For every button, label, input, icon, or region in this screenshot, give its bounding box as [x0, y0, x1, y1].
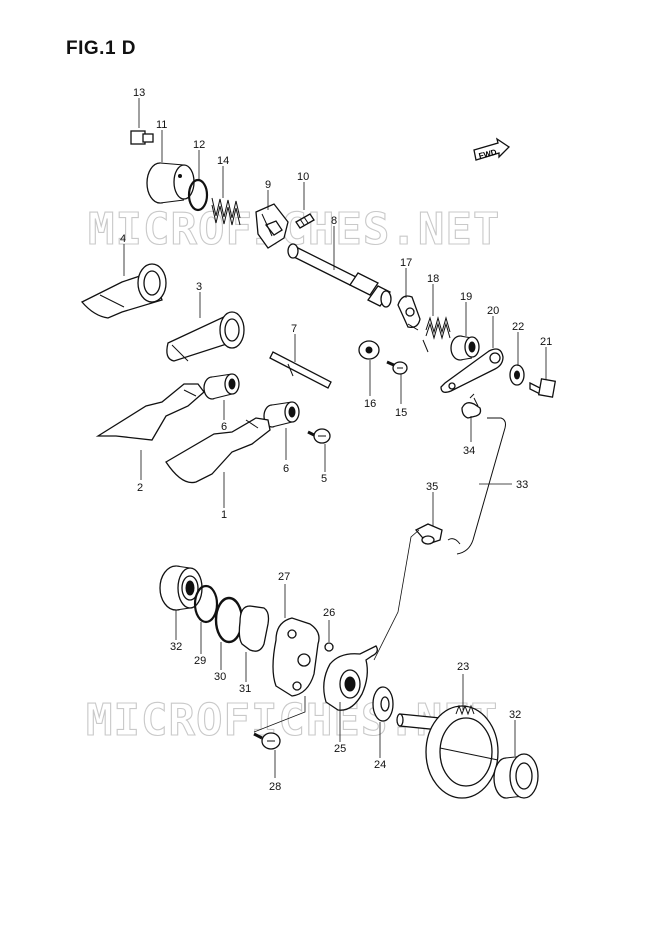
part-34-clip — [461, 393, 482, 419]
part-9-governor — [255, 203, 289, 249]
callout-34: 34 — [463, 445, 475, 457]
callout-10: 10 — [297, 171, 309, 183]
part-24-washer — [372, 686, 394, 722]
part-13-bolt — [130, 130, 154, 145]
callout-13: 13 — [133, 87, 145, 99]
part-6-collar-a — [203, 373, 240, 400]
part-14-spring — [211, 197, 241, 226]
part-31-gasket — [238, 605, 270, 652]
callout-18: 18 — [427, 273, 439, 285]
part-30-o-ring — [214, 596, 244, 644]
part-28-screw — [253, 732, 281, 750]
part-18-spring — [422, 316, 451, 353]
fwd-arrow-icon: FWD — [473, 137, 511, 161]
part-8-shaft — [287, 243, 392, 308]
figure-title: FIG.1 D — [66, 38, 137, 59]
part-20-lever — [440, 348, 504, 393]
part-33-rod-hook — [447, 538, 461, 545]
part-11-collar — [146, 162, 195, 204]
callout-27: 27 — [278, 571, 290, 583]
part-32-bearing-right — [493, 753, 539, 799]
part-15-screw — [386, 360, 408, 375]
callout-8: 8 — [331, 215, 337, 227]
callout-23: 23 — [457, 661, 469, 673]
part-27-housing — [272, 617, 320, 697]
callout-30: 30 — [214, 671, 226, 683]
part-26-ball — [324, 642, 334, 652]
callout-1: 1 — [221, 509, 227, 521]
callout-29: 29 — [194, 655, 206, 667]
callout-11: 11 — [156, 119, 167, 131]
callout-6-lower: 6 — [283, 463, 289, 475]
callout-28: 28 — [269, 781, 281, 793]
part-1-exhaust-valve — [165, 417, 271, 484]
callout-5: 5 — [321, 473, 327, 485]
callout-12: 12 — [193, 139, 205, 151]
part-25-gear — [323, 645, 378, 711]
part-10-pin — [295, 213, 315, 229]
callout-15: 15 — [395, 407, 407, 419]
part-2-exhaust-valve — [95, 383, 205, 441]
part-21-bolt — [529, 378, 557, 398]
callout-labels: 13 11 12 14 9 10 8 4 3 7 17 18 19 20 22 … — [120, 87, 552, 793]
callout-21: 21 — [540, 336, 552, 348]
callout-32-right: 32 — [509, 709, 521, 721]
callout-4: 4 — [120, 233, 126, 245]
callout-19: 19 — [460, 291, 472, 303]
part-17-bracket — [397, 295, 421, 331]
callout-22: 22 — [512, 321, 524, 333]
callout-33: 33 — [516, 479, 528, 491]
callout-7: 7 — [291, 323, 297, 335]
callout-9: 9 — [265, 179, 271, 191]
callout-31: 31 — [239, 683, 251, 695]
fwd-label: FWD — [478, 148, 498, 161]
linkage-line — [373, 529, 420, 661]
part-3-sleeve — [166, 311, 245, 362]
callout-26: 26 — [323, 607, 335, 619]
callout-17: 17 — [400, 257, 412, 269]
part-19-bushing — [450, 335, 480, 361]
part-16-washer — [358, 340, 380, 360]
part-32-bearing-left — [159, 565, 203, 611]
part-23-driven-gear — [396, 704, 499, 799]
callout-2: 2 — [137, 482, 143, 494]
callout-6-upper: 6 — [221, 421, 227, 433]
part-7-rod — [269, 351, 332, 389]
callout-16: 16 — [364, 398, 376, 410]
callout-20: 20 — [487, 305, 499, 317]
part-29-ring — [193, 584, 219, 624]
part-35-clip — [414, 523, 443, 545]
part-4-sleeve — [80, 263, 167, 319]
part-12-o-ring — [187, 178, 209, 212]
callout-25: 25 — [334, 743, 346, 755]
callout-14: 14 — [217, 155, 229, 167]
part-33-rod — [456, 417, 506, 555]
callout-3: 3 — [196, 281, 202, 293]
callout-32-left: 32 — [170, 641, 182, 653]
leader-lines — [123, 98, 547, 778]
callout-24: 24 — [374, 759, 386, 771]
callout-35: 35 — [426, 481, 438, 493]
part-5-screw — [307, 428, 331, 444]
part-22-washer — [509, 364, 525, 386]
